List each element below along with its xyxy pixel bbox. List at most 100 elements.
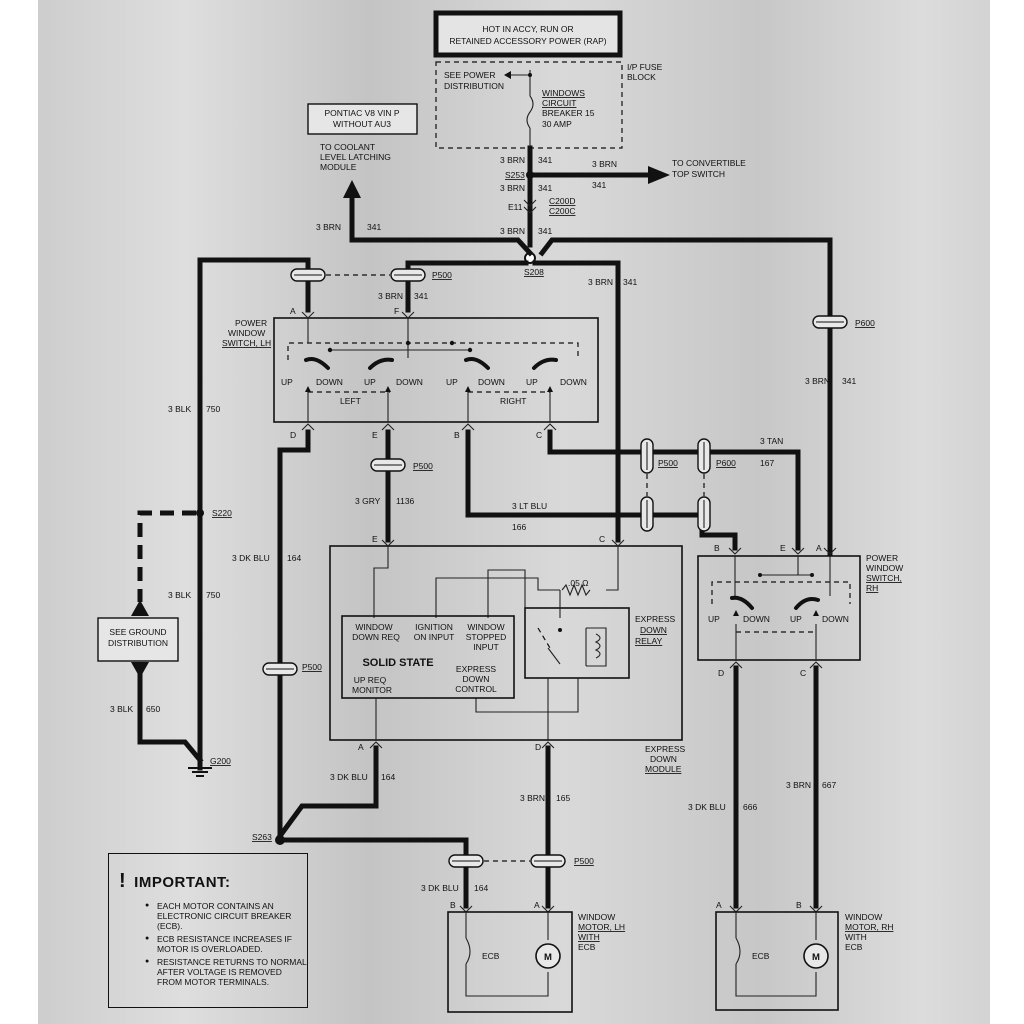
wire-label: 1136: [396, 496, 415, 506]
pin-label: A: [290, 306, 296, 316]
wire-label: 750: [206, 404, 220, 414]
down-label: DOWN: [316, 377, 343, 387]
pin-label: E: [780, 543, 786, 553]
module-text: EXPRESS: [456, 664, 496, 674]
down-label: DOWN: [822, 614, 849, 624]
module-text: ON INPUT: [414, 632, 455, 642]
motor-rh-label-4: ECB: [845, 942, 863, 952]
fuse-block-label-2: BLOCK: [627, 72, 656, 82]
wire-label: 341: [538, 155, 552, 165]
module-text: WINDOW: [355, 622, 392, 632]
wire-label: 3 BRN: [500, 183, 525, 193]
rocker-icon: [730, 595, 754, 610]
resistor-icon: [561, 583, 591, 597]
lh-switch-label-3: SWITCH, LH: [222, 338, 271, 348]
pin-label: C: [599, 534, 605, 544]
connector-label: P500: [413, 461, 433, 471]
breaker-label-2: CIRCUIT: [542, 98, 576, 108]
rocker-icon: [368, 357, 394, 370]
arrow-right-icon: [648, 166, 670, 184]
wire-label: 667: [822, 780, 836, 790]
arrow-up-icon: [131, 600, 149, 616]
connector-label: C200D: [549, 196, 575, 206]
pin-label: E: [372, 430, 378, 440]
module-text: IGNITION: [415, 622, 453, 632]
ip-fuse-block: I/P FUSE BLOCK SEE POWER DISTRIBUTION WI…: [435, 61, 663, 149]
pontiac-box: PONTIAC V8 VIN P WITHOUT AU3: [307, 103, 418, 135]
splice-label: E11: [508, 202, 523, 212]
coolant-line2: LEVEL LATCHING: [320, 152, 391, 162]
important-notes: EACH MOTOR CONTAINS AN ELECTRONIC CIRCUI…: [109, 901, 307, 987]
wire-label: 167: [760, 458, 774, 468]
ground-icon: [188, 767, 212, 777]
wire-label: 3 GRY: [355, 496, 381, 506]
splice-label: S220: [212, 508, 232, 518]
wire-label: 341: [414, 291, 428, 301]
express-down-module: EXPRESS DOWN MODULE E C .05 Ω EXPRESS DO…: [329, 534, 685, 774]
module-text: WINDOW: [467, 622, 504, 632]
connector-label: P500: [302, 662, 322, 672]
module-text: CONTROL: [455, 684, 497, 694]
connector-p500-e: [370, 458, 406, 472]
module-label-1: EXPRESS: [645, 744, 685, 754]
important-title-text: IMPORTANT:: [134, 874, 231, 891]
splice-s220: [196, 509, 204, 517]
motor-lh-label-1: WINDOW: [578, 912, 615, 922]
see-power-1: SEE POWER: [444, 70, 495, 80]
rocker-icon: [304, 357, 330, 370]
connector-p500-a: [290, 268, 326, 282]
ground-label: G200: [210, 756, 231, 766]
arrow-down-icon: [131, 662, 149, 678]
right-label: RIGHT: [500, 396, 526, 406]
motor-lh-label-2: MOTOR, LH: [578, 922, 625, 932]
motor-rh-label-1: WINDOW: [845, 912, 882, 922]
connector-p600-v1: [697, 438, 711, 474]
rh-switch-label-4: RH: [866, 583, 878, 593]
motor-lh-label-4: ECB: [578, 942, 596, 952]
pin-label: D: [535, 742, 541, 752]
down-label: DOWN: [743, 614, 770, 624]
wire-label: 3 BRN: [588, 277, 613, 287]
pin-label: A: [358, 742, 364, 752]
down-label: DOWN: [478, 377, 505, 387]
wire-label: 166: [512, 522, 526, 532]
wire-label: 164: [287, 553, 301, 563]
relay-coil-icon: [594, 633, 601, 659]
wire-label: 3 DK BLU: [688, 802, 726, 812]
coolant-line1: TO COOLANT: [320, 142, 375, 152]
wire-label: 3 DK BLU: [330, 772, 368, 782]
pin-label: B: [796, 900, 802, 910]
wire-label: 3 BLK: [168, 404, 191, 414]
module-text: MONITOR: [352, 685, 392, 695]
connector-p500-v1: [640, 438, 654, 474]
wire-label: 750: [206, 590, 220, 600]
connector-label: P500: [432, 270, 452, 280]
wire-label: 3 BRN: [520, 793, 545, 803]
module-label-2: DOWN: [650, 754, 677, 764]
relay-label-3: RELAY: [635, 636, 663, 646]
pin-label: D: [718, 668, 724, 678]
wire-label: 164: [474, 883, 488, 893]
connector-label: C200C: [549, 206, 575, 216]
window-motor-lh: B A M ECB WINDOW MOTOR, LH WITH ECB: [447, 900, 625, 1013]
breaker-label-1: WINDOWS: [542, 88, 585, 98]
important-title: ! IMPORTANT:: [119, 870, 307, 893]
wire-label: 341: [623, 277, 637, 287]
pin-label: C: [800, 668, 806, 678]
motor-lh-label-3: WITH: [578, 932, 600, 942]
see-power-2: DISTRIBUTION: [444, 81, 504, 91]
resistor-label: .05 Ω: [568, 578, 589, 588]
exclamation-icon: !: [119, 870, 127, 892]
module-text: DOWN: [463, 674, 490, 684]
connector-label: P600: [716, 458, 736, 468]
motor-icon: [803, 943, 829, 969]
wire-label: 3 BRN: [786, 780, 811, 790]
up-label: UP: [790, 614, 802, 624]
relay-label-2: DOWN: [640, 625, 667, 635]
lh-switch-label-2: WINDOW: [228, 328, 265, 338]
ecb-label: ECB: [752, 951, 770, 961]
breaker-label-4: 30 AMP: [542, 119, 572, 129]
note-item: RESISTANCE RETURNS TO NORMAL AFTER VOLTA…: [145, 957, 307, 987]
wire-label: 3 TAN: [760, 436, 783, 446]
connector-p500-f: [390, 268, 426, 282]
